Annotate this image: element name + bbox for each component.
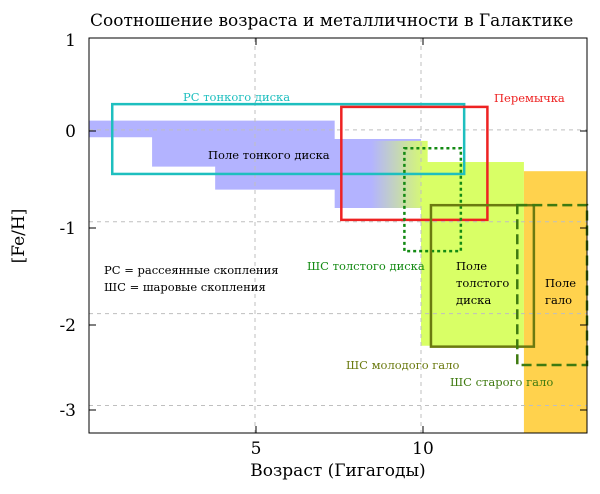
globulars-old-halo-label: ШС старого гало bbox=[450, 375, 553, 389]
open-clusters-thin-disk-label: РС тонкого диска bbox=[183, 90, 290, 104]
x-tick-label-5: 5 bbox=[251, 439, 262, 459]
globulars-young-halo-label: ШС молодого гало bbox=[346, 358, 459, 372]
tick-marks bbox=[89, 38, 587, 433]
halo-field-label-1: Поле bbox=[545, 276, 576, 290]
chart-title: Соотношение возраста и металличности в Г… bbox=[90, 11, 573, 31]
bar-box bbox=[340, 105, 489, 222]
y-tick-label-minus2: -2 bbox=[59, 316, 76, 336]
outline-regions bbox=[110, 102, 589, 367]
y-axis-label: [Fe/H] bbox=[9, 209, 29, 264]
globulars-thick-disk-box bbox=[403, 146, 463, 253]
y-tick-label-minus1: -1 bbox=[59, 219, 76, 239]
globulars-young-halo-box bbox=[429, 203, 536, 348]
filled-regions bbox=[89, 120, 587, 433]
thin-disk-field bbox=[89, 120, 421, 208]
x-tick-label-10: 10 bbox=[412, 439, 434, 459]
y-tick-label-minus3: -3 bbox=[59, 401, 76, 421]
x-axis-label: Возраст (Гигагоды) bbox=[250, 461, 425, 481]
halo-field-label-2: гало bbox=[545, 293, 572, 307]
globulars-old-halo-box bbox=[516, 203, 589, 367]
thick-disk-field bbox=[421, 162, 524, 346]
legend-globular-clusters: ШС = шаровые скопления bbox=[104, 280, 266, 294]
thick-disk-field-label-1: Поле bbox=[456, 259, 487, 273]
thick-disk-field-label-2: толстого bbox=[456, 276, 509, 290]
legend-open-clusters: РС = рассеянные скопления bbox=[104, 263, 279, 277]
open-clusters-thin-disk-box bbox=[110, 102, 466, 176]
thick-disk-field-label-3: диска bbox=[456, 293, 491, 307]
plot-frame bbox=[88, 37, 588, 434]
bar-label: Перемычка bbox=[494, 91, 565, 105]
y-tick-label-0: 0 bbox=[65, 122, 76, 142]
globulars-thick-disk-label: ШС толстого диска bbox=[307, 259, 425, 273]
thin-disk-field-label: Поле тонкого диска bbox=[208, 148, 330, 162]
y-tick-label-1: 1 bbox=[65, 31, 76, 51]
